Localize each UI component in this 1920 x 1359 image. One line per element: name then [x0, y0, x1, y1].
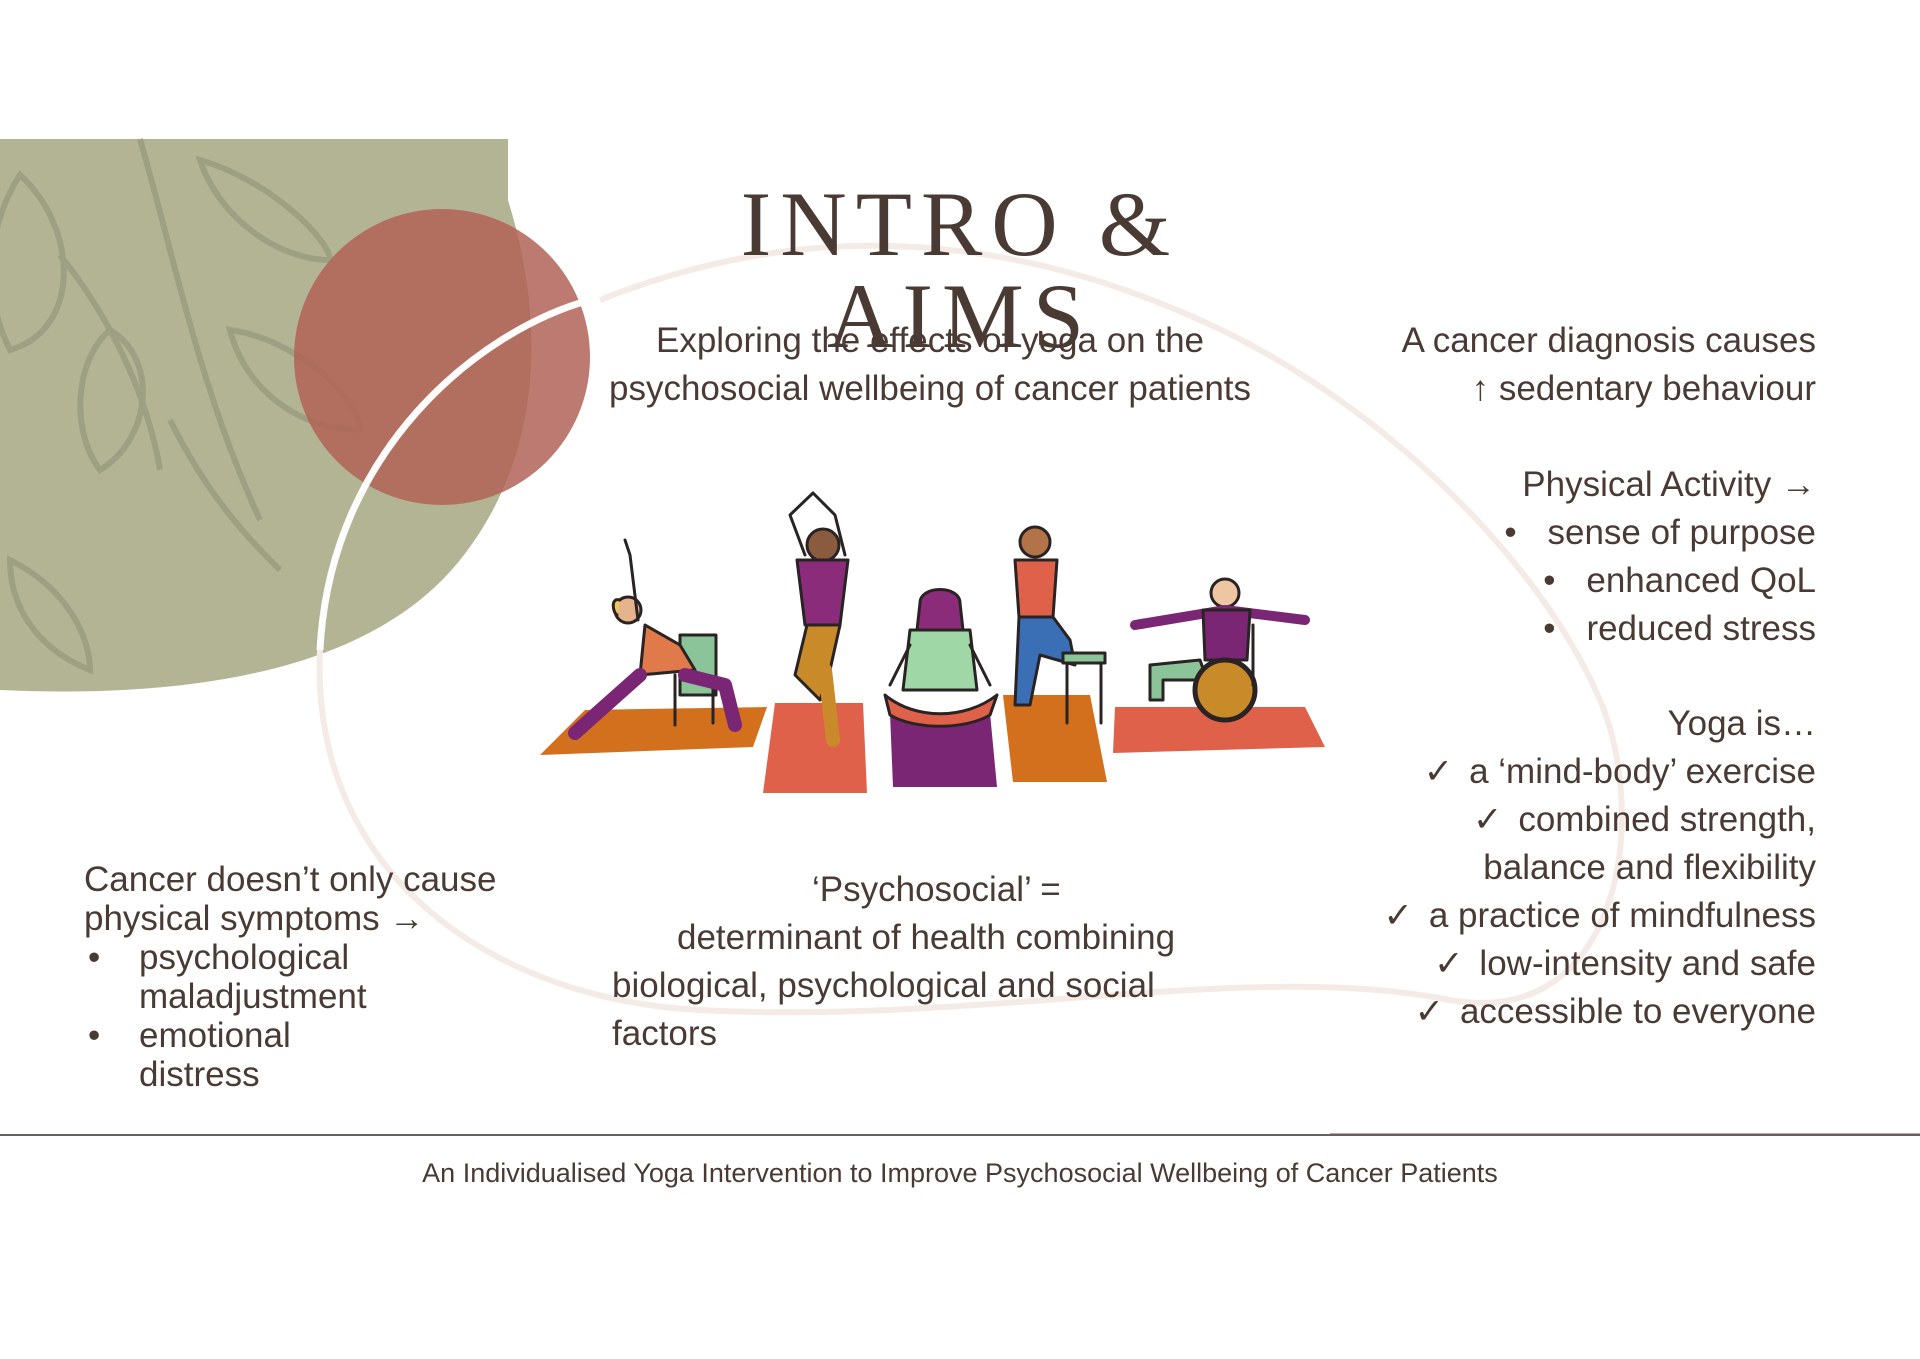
bullet-icon: • — [88, 1016, 101, 1055]
cancer-effect-item: • emotional distress — [84, 1016, 524, 1094]
check-icon: ✓ — [1383, 896, 1413, 935]
diagnosis-line-2: ↑ sedentary behaviour — [1471, 369, 1816, 408]
footer-caption: An Individualised Yoga Intervention to I… — [422, 1158, 1498, 1188]
yoga-item-text: accessible to everyone — [1459, 992, 1816, 1031]
figure-chair-stand — [1013, 525, 1107, 725]
terracotta-circle-shape — [294, 209, 590, 505]
yoga-item-text: a ‘mind-body’ exercise — [1469, 752, 1816, 791]
physical-activity-block: Physical Activity → • sense of purpose •… — [1300, 461, 1816, 653]
figure-tree-pose — [788, 491, 850, 747]
check-icon: ✓ — [1414, 992, 1444, 1031]
physical-activity-text: enhanced QoL — [1586, 561, 1816, 600]
bullet-icon: • — [1504, 513, 1517, 552]
subtitle-line-2: psychosocial wellbeing of cancer patient… — [608, 369, 1252, 408]
yoga-illustration — [540, 491, 1325, 793]
leaf-pattern — [0, 138, 364, 675]
cancer-effect-text: psychological — [139, 938, 350, 977]
yoga-block: Yoga is… ✓ a ‘mind-body’ exercise ✓ comb… — [1300, 700, 1816, 1036]
subtitle-line-1: Exploring the effects of yoga on the — [655, 321, 1205, 360]
diagnosis-block: A cancer diagnosis causes ↑ sedentary be… — [1300, 317, 1816, 413]
physical-activity-heading: Physical Activity → — [1522, 465, 1816, 504]
yoga-heading: Yoga is… — [1667, 704, 1816, 743]
physical-activity-item: • sense of purpose — [1300, 509, 1816, 557]
swirl-line — [316, 242, 1625, 1016]
footer-divider — [0, 1134, 1920, 1136]
physical-activity-text: sense of purpose — [1547, 513, 1816, 552]
psychosocial-line-4: factors — [612, 1014, 718, 1053]
physical-activity-text: reduced stress — [1586, 609, 1816, 648]
subtitle: Exploring the effects of yoga on the psy… — [560, 317, 1300, 413]
figure-chair-lunge — [568, 538, 742, 740]
yoga-item-text: balance and flexibility — [1483, 848, 1816, 887]
swirl-line-light — [316, 296, 591, 651]
mat-5 — [1113, 707, 1325, 753]
yoga-item: balance and flexibility — [1300, 844, 1816, 892]
check-icon: ✓ — [1434, 944, 1464, 983]
yoga-item-text: a practice of mindfulness — [1428, 896, 1816, 935]
yoga-item: ✓ low-intensity and safe — [1300, 940, 1816, 988]
cancer-effects-line-1: Cancer doesn’t only cause — [84, 860, 497, 899]
figure-wheelchair — [1130, 577, 1310, 723]
check-icon: ✓ — [1473, 800, 1503, 839]
cancer-effect-text: emotional — [139, 1016, 291, 1055]
yoga-item: ✓ combined strength, — [1300, 796, 1816, 844]
slide-title: INTRO & AIMS — [740, 173, 1180, 367]
cancer-effects-block: Cancer doesn’t only cause physical sympt… — [84, 860, 524, 1094]
yoga-item-text: low-intensity and safe — [1479, 944, 1816, 983]
figure-seated-meditation — [883, 588, 999, 728]
psychosocial-line-2: determinant of health combining — [677, 918, 1176, 957]
cancer-effect-item: • psychological maladjustment — [84, 938, 524, 1016]
diagnosis-line-1: A cancer diagnosis causes — [1401, 321, 1816, 360]
bullet-icon: • — [1543, 609, 1556, 648]
bullet-icon: • — [1543, 561, 1556, 600]
physical-activity-item: • reduced stress — [1300, 605, 1816, 653]
psychosocial-block: ‘Psychosocial’ = determinant of health c… — [612, 866, 1252, 1058]
yoga-item: ✓ a practice of mindfulness — [1300, 892, 1816, 940]
yoga-item: ✓ a ‘mind-body’ exercise — [1300, 748, 1816, 796]
mat-3 — [890, 713, 997, 787]
mat-2 — [763, 703, 867, 793]
check-icon: ✓ — [1423, 752, 1454, 791]
cancer-effect-text: maladjustment — [139, 977, 367, 1016]
cancer-effect-text: distress — [139, 1055, 260, 1094]
psychosocial-line-3: biological, psychological and social — [612, 966, 1155, 1005]
bullet-icon: • — [88, 938, 101, 977]
physical-activity-item: • enhanced QoL — [1300, 557, 1816, 605]
yoga-figures — [568, 491, 1310, 747]
yoga-item: ✓ accessible to everyone — [1300, 988, 1816, 1036]
cancer-effects-line-2: physical symptoms → — [84, 899, 425, 938]
yoga-item-text: combined strength, — [1518, 800, 1816, 839]
psychosocial-line-1: ‘Psychosocial’ = — [812, 870, 1061, 909]
mat-4 — [1003, 695, 1107, 782]
